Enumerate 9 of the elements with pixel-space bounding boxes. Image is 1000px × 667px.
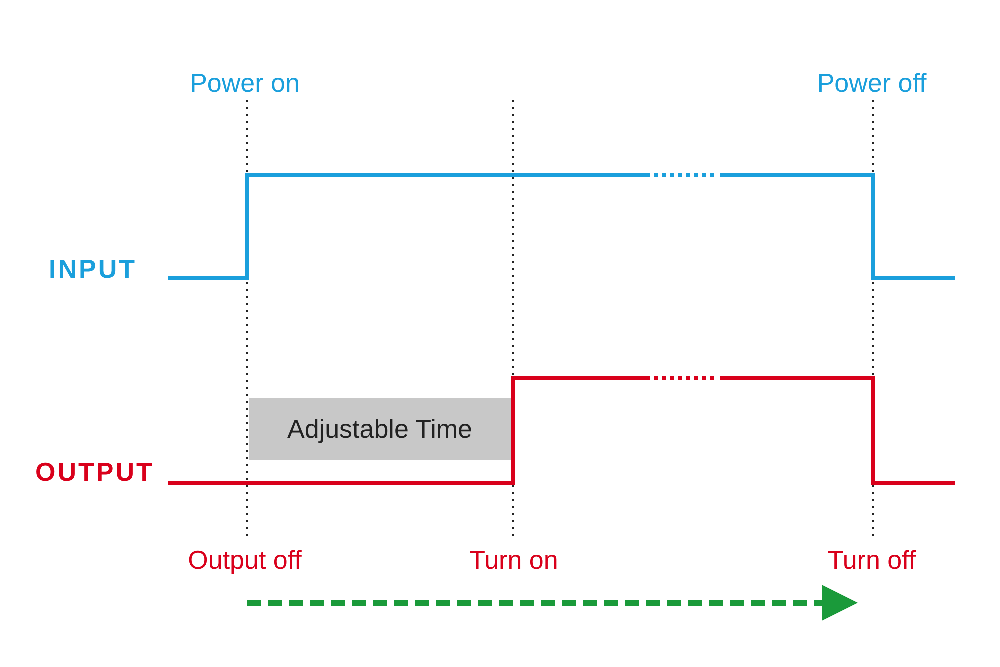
event-label: Power off [817,70,927,96]
event-label: Power on [190,70,300,96]
signal-label: OUTPUT [36,459,154,485]
time-interval-box [249,398,511,460]
interval-label: Adjustable Time [288,414,472,444]
event-label: Turn on [470,547,558,573]
event-label: Output off [188,547,302,573]
signal-label: INPUT [49,256,137,282]
event-label: Turn off [828,547,916,573]
